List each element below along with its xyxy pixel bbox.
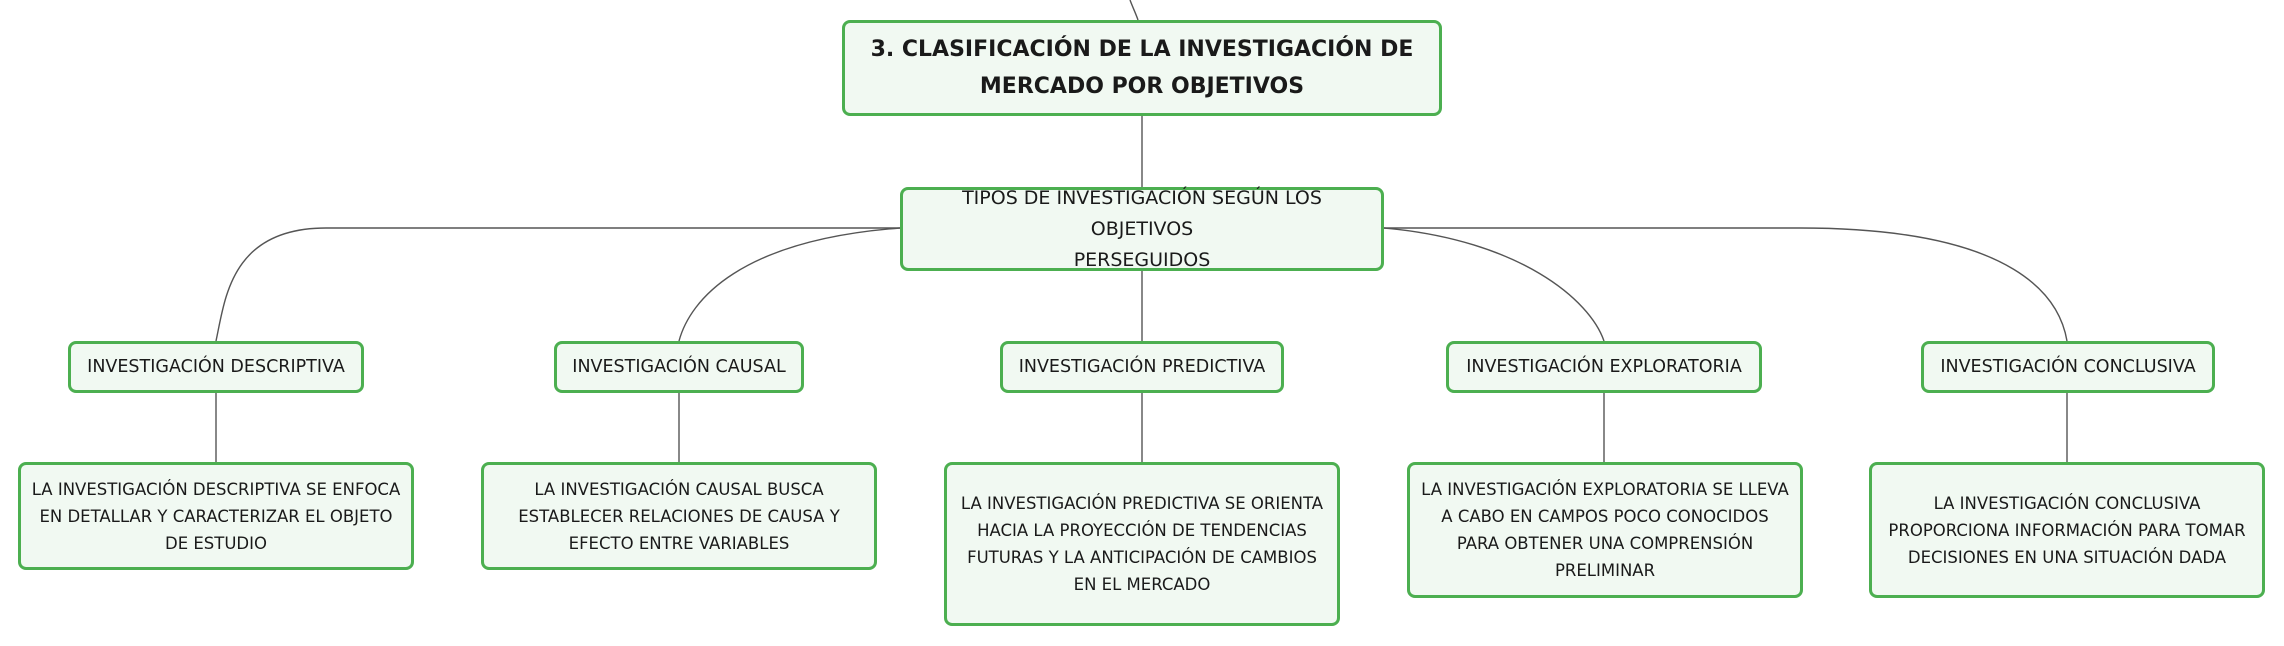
description-line: PROPORCIONA INFORMACIÓN PARA TOMAR <box>1888 520 2246 540</box>
category-conclusiva[interactable]: INVESTIGACIÓN CONCLUSIVA <box>1921 341 2215 393</box>
connector-sub-descriptiva <box>215 227 900 342</box>
description-line: EN EL MERCADO <box>1073 575 1211 594</box>
description-line: DE ESTUDIO <box>164 533 267 553</box>
description-line: LA INVESTIGACIÓN DESCRIPTIVA SE ENFOCA <box>31 479 401 499</box>
category-causal[interactable]: INVESTIGACIÓN CAUSAL <box>554 341 804 393</box>
description-line: LA INVESTIGACIÓN EXPLORATORIA SE LLEVA <box>1421 480 1789 499</box>
category-label: INVESTIGACIÓN EXPLORATORIA <box>1466 357 1742 377</box>
connector-incoming <box>1129 0 1139 21</box>
connector-sub-exploratoria <box>1383 227 1605 342</box>
description-exploratoria[interactable]: LA INVESTIGACIÓN EXPLORATORIA SE LLEVA A… <box>1407 462 1803 598</box>
description-predictiva[interactable]: LA INVESTIGACIÓN PREDICTIVA SE ORIENTA H… <box>944 462 1340 626</box>
category-exploratoria[interactable]: INVESTIGACIÓN EXPLORATORIA <box>1446 341 1762 393</box>
description-conclusiva[interactable]: LA INVESTIGACIÓN CONCLUSIVA PROPORCIONA … <box>1869 462 2265 598</box>
root-topic[interactable]: 3. CLASIFICACIÓN DE LA INVESTIGACIÓN DE … <box>842 20 1442 116</box>
subtopic-line1: TIPOS DE INVESTIGACIÓN SEGÚN LOS OBJETIV… <box>962 186 1322 240</box>
description-line: PRELIMINAR <box>1554 561 1656 580</box>
description-line: LA INVESTIGACIÓN CAUSAL BUSCA <box>534 479 824 499</box>
description-line: HACIA LA PROYECCIÓN DE TENDENCIAS <box>977 521 1307 540</box>
description-line: A CABO EN CAMPOS POCO CONOCIDOS <box>1441 507 1769 526</box>
description-line: LA INVESTIGACIÓN CONCLUSIVA <box>1933 493 2201 513</box>
subtopic-tipos[interactable]: TIPOS DE INVESTIGACIÓN SEGÚN LOS OBJETIV… <box>900 187 1384 271</box>
description-line: DECISIONES EN UNA SITUACIÓN DADA <box>1907 547 2227 567</box>
category-label: INVESTIGACIÓN DESCRIPTIVA <box>87 357 345 377</box>
description-causal[interactable]: LA INVESTIGACIÓN CAUSAL BUSCA ESTABLECER… <box>481 462 877 570</box>
category-label: INVESTIGACIÓN CAUSAL <box>572 357 786 377</box>
category-descriptiva[interactable]: INVESTIGACIÓN DESCRIPTIVA <box>68 341 364 393</box>
description-line: EFECTO ENTRE VARIABLES <box>568 533 790 553</box>
root-title-line1: 3. CLASIFICACIÓN DE LA INVESTIGACIÓN DE <box>870 37 1414 62</box>
root-title-line2: MERCADO POR OBJETIVOS <box>979 74 1305 99</box>
subtopic-line2: PERSEGUIDOS <box>1073 248 1211 271</box>
description-line: PARA OBTENER UNA COMPRENSIÓN <box>1456 534 1754 553</box>
description-line: FUTURAS Y LA ANTICIPACIÓN DE CAMBIOS <box>967 548 1317 567</box>
category-label: INVESTIGACIÓN CONCLUSIVA <box>1940 357 2196 377</box>
description-descriptiva[interactable]: LA INVESTIGACIÓN DESCRIPTIVA SE ENFOCA E… <box>18 462 414 570</box>
category-label: INVESTIGACIÓN PREDICTIVA <box>1018 357 1266 377</box>
connector-sub-conclusiva <box>1384 227 2068 342</box>
description-line: ESTABLECER RELACIONES DE CAUSA Y <box>518 506 840 526</box>
category-predictiva[interactable]: INVESTIGACIÓN PREDICTIVA <box>1000 341 1284 393</box>
connector-sub-causal <box>678 227 901 342</box>
description-line: EN DETALLAR Y CARACTERIZAR EL OBJETO <box>39 506 393 526</box>
description-line: LA INVESTIGACIÓN PREDICTIVA SE ORIENTA <box>960 494 1324 513</box>
